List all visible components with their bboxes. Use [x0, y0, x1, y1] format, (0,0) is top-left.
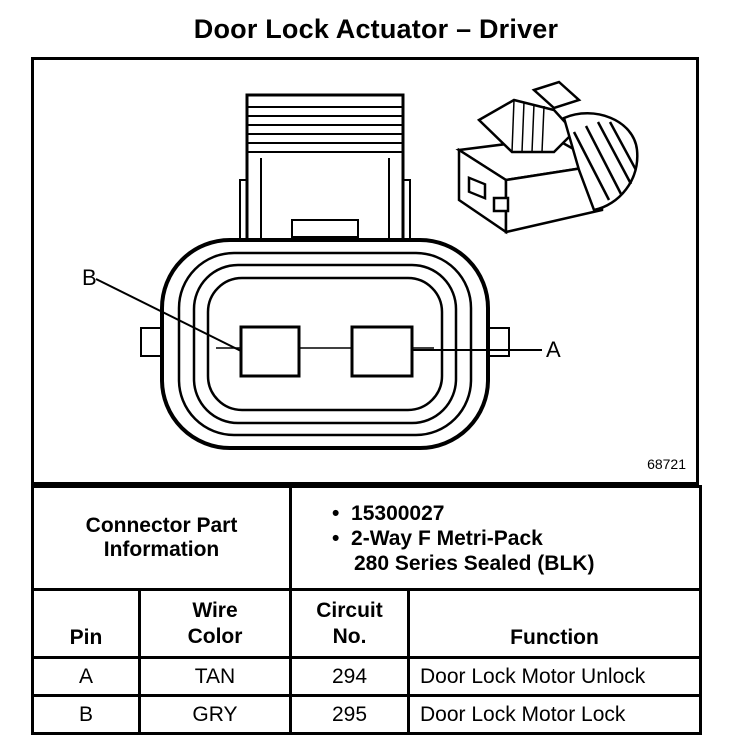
table-row: A TAN 294 Door Lock Motor Unlock	[31, 656, 703, 697]
header-wire-color-line1: Wire	[192, 599, 238, 622]
connector-part-label-line1: Connector Part	[85, 514, 238, 537]
header-function: Function	[406, 588, 703, 659]
label-pin-b: B	[82, 265, 97, 290]
connector-desc-text1: 2-Way F Metri-Pack	[351, 526, 543, 550]
terminal-b	[239, 325, 301, 378]
connector-body	[160, 238, 490, 450]
label-pin-a: A	[546, 337, 561, 362]
row-b-color: GRY	[138, 694, 292, 735]
connector-desc-line1: • 2-Way F Metri-Pack	[332, 526, 543, 550]
row-a-pin: A	[31, 656, 141, 697]
header-wire-color: Wire Color	[138, 588, 292, 659]
connector-isometric-sketch	[455, 80, 639, 235]
connector-latch-tab	[239, 93, 411, 245]
figure-id: 68721	[647, 456, 686, 472]
part-number: 15300027	[351, 501, 445, 525]
connector-part-row: Connector Part Information • 15300027 • …	[31, 485, 703, 591]
connector-desc-line2: 280 Series Sealed (BLK)	[354, 551, 595, 575]
leader-line-b	[95, 278, 242, 352]
connector-info-table: Connector Part Information • 15300027 • …	[31, 485, 703, 735]
header-circuit-no: Circuit No.	[289, 588, 410, 659]
row-b-function: Door Lock Motor Lock	[406, 694, 703, 735]
terminal-a	[350, 325, 414, 378]
header-wire-color-line2: Color	[187, 625, 243, 648]
row-b-pin: B	[31, 694, 141, 735]
header-pin: Pin	[31, 588, 141, 659]
row-a-function: Door Lock Motor Unlock	[406, 656, 703, 697]
connector-part-value-cell: • 15300027 • 2-Way F Metri-Pack 280 Seri…	[288, 485, 703, 591]
connector-diagram: B A 68721	[31, 57, 699, 485]
row-a-color: TAN	[138, 656, 292, 697]
header-circuit-line1: Circuit	[316, 599, 383, 622]
table-row: B GRY 295 Door Lock Motor Lock	[31, 694, 703, 735]
row-b-circuit: 295	[289, 694, 410, 735]
connector-part-label-line2: Information	[103, 538, 220, 561]
table-header-row: Pin Wire Color Circuit No. Function	[31, 588, 703, 659]
part-number-line: • 15300027	[332, 501, 445, 525]
header-circuit-line2: No.	[332, 625, 367, 648]
connector-part-label-cell: Connector Part Information	[31, 485, 292, 591]
row-a-circuit: 294	[289, 656, 410, 697]
page-title: Door Lock Actuator – Driver	[193, 14, 559, 44]
connector-face-drawing	[95, 80, 639, 450]
